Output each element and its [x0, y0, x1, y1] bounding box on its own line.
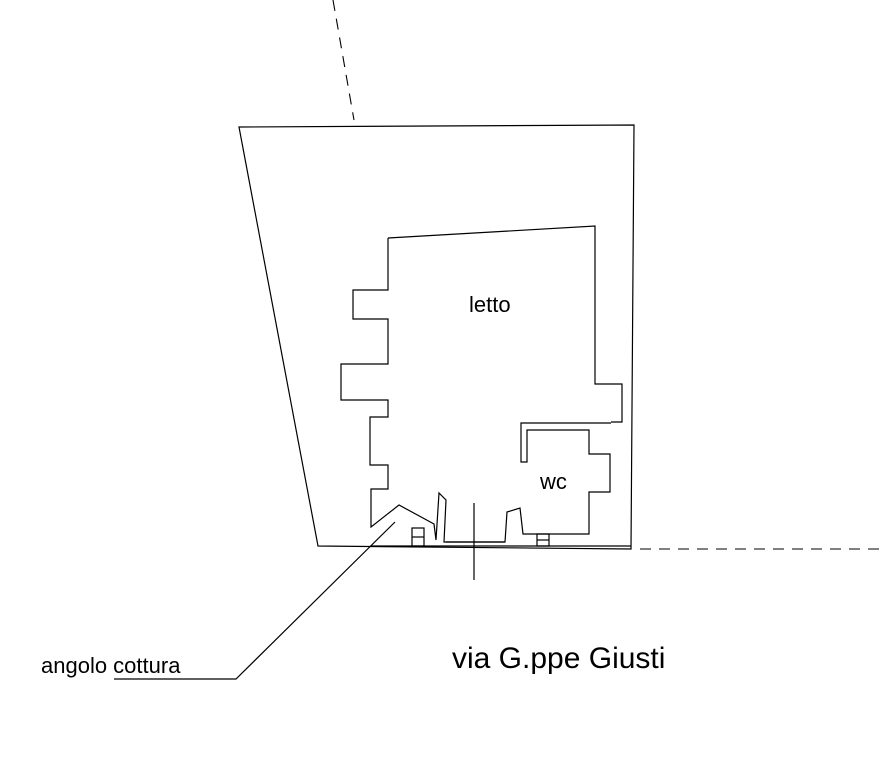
- lot-boundary: [238, 124, 635, 550]
- room-label-bed: letto: [469, 292, 511, 317]
- apartment-outline-top-right: [387, 225, 623, 423]
- apartment-outline-walls: [340, 238, 611, 543]
- street-name-label: via G.ppe Giusti: [452, 642, 665, 675]
- kitchen-corner-leader-line: [114, 521, 396, 680]
- kitchen-corner-label: angolo cottura: [41, 653, 181, 678]
- dashed-reference-line-north: [332, 0, 355, 121]
- room-label-wc: wc: [539, 469, 567, 494]
